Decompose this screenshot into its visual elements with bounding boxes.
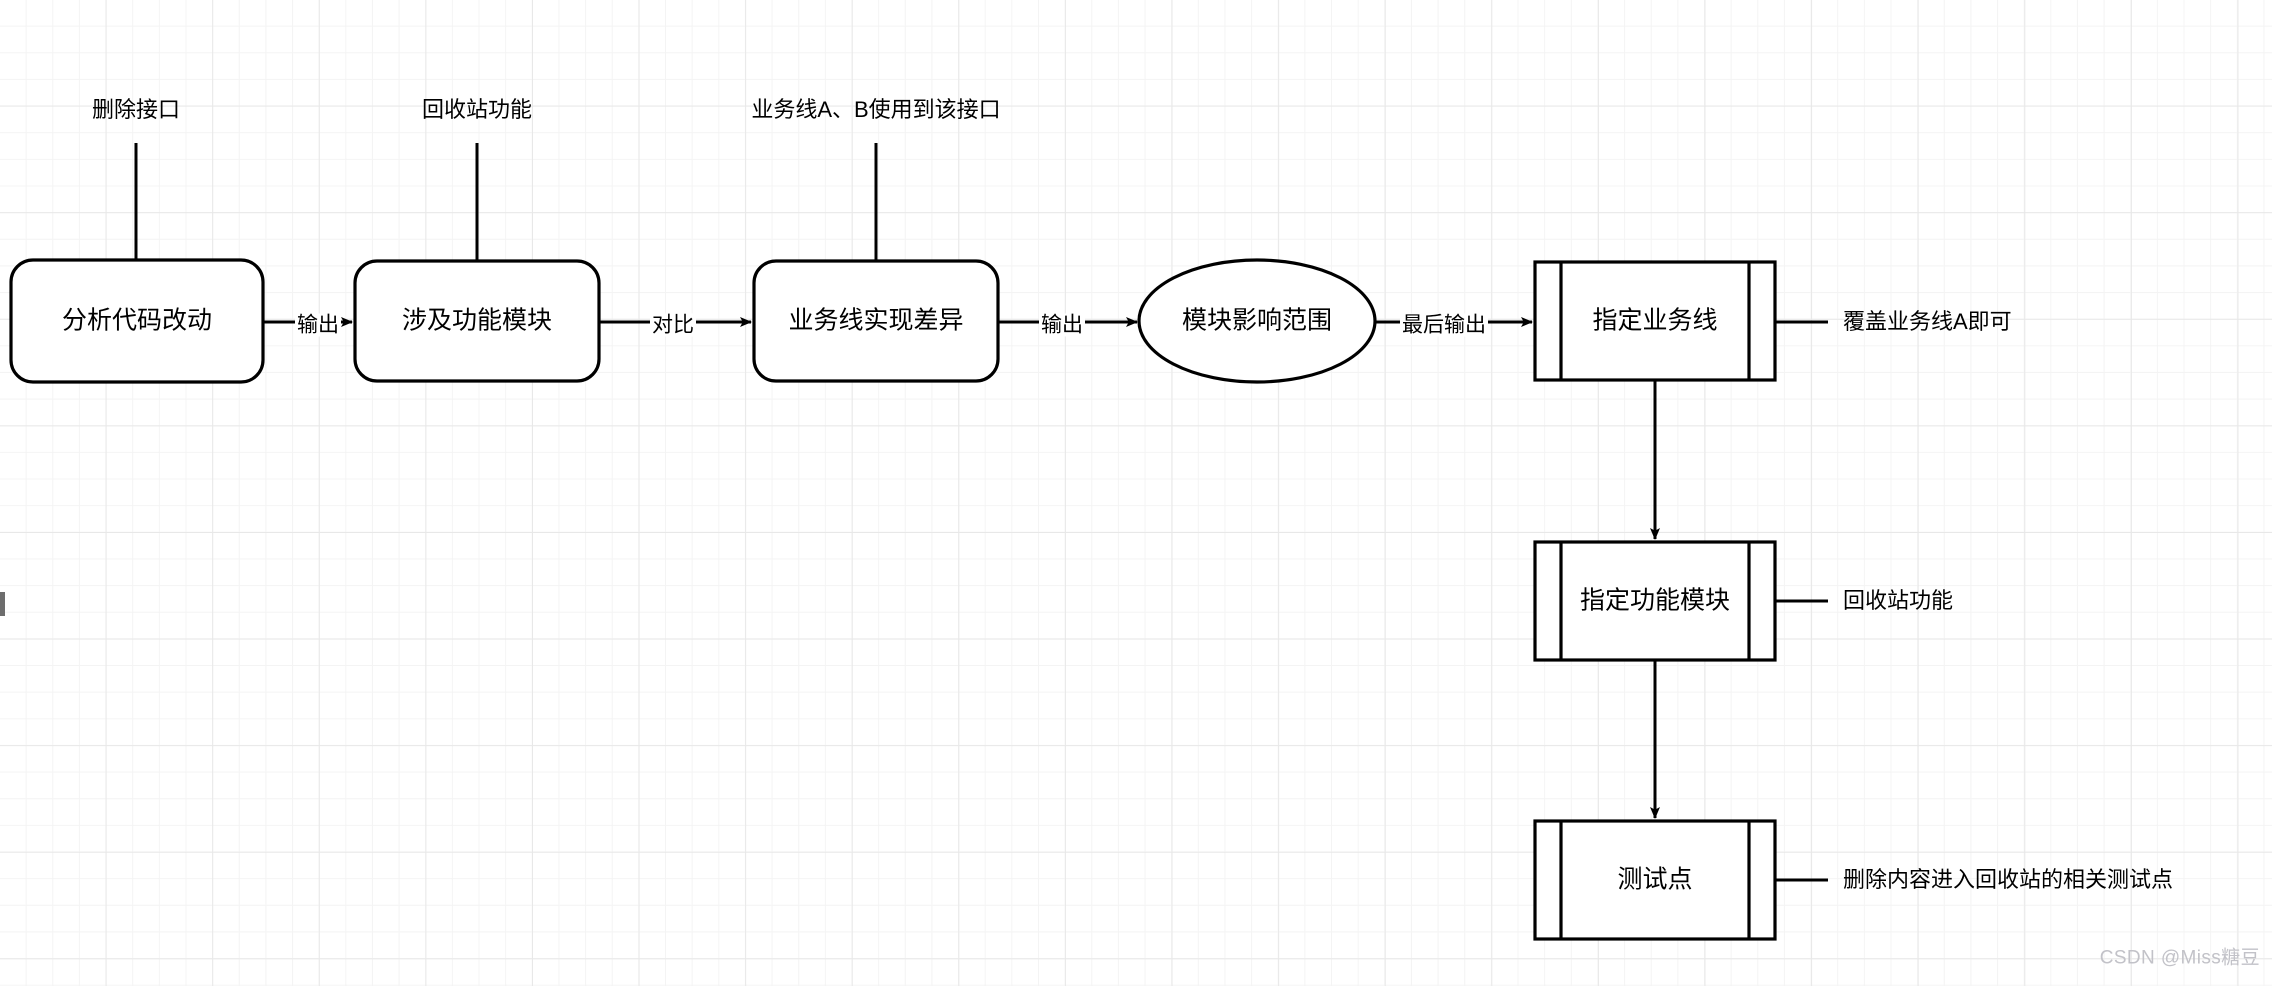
edge-label-output-1: 输出 [295, 313, 341, 337]
node-label-analyze-code-change: 分析代码改动 [61, 306, 213, 335]
node-label-specify-function-module: 指定功能模块 [1579, 586, 1731, 615]
annotation-label-delete-interface: 删除接口 [91, 97, 181, 122]
edge-label-compare: 对比 [650, 313, 696, 337]
annotation-label-delete-test-points: 删除内容进入回收站的相关测试点 [1843, 867, 2174, 892]
node-label-specify-business-line: 指定业务线 [1592, 306, 1718, 335]
annotation-label-recycle-bin-top: 回收站功能 [421, 97, 533, 122]
annotation-label-business-line-api: 业务线A、B使用到该接口 [751, 97, 1001, 122]
canvas-left-edge-artifact [0, 592, 5, 616]
node-label-module-impact-scope: 模块影响范围 [1181, 306, 1333, 335]
edge-label-final-output: 最后输出 [1400, 313, 1488, 337]
node-label-business-line-diff: 业务线实现差异 [788, 306, 964, 335]
edge-label-output-2: 输出 [1039, 313, 1085, 337]
node-label-test-point: 测试点 [1617, 865, 1693, 894]
node-label-involved-modules: 涉及功能模块 [401, 306, 553, 335]
annotation-label-cover-business-line-a: 覆盖业务线A即可 [1843, 309, 2012, 334]
node-shape-test-point [1533, 819, 1777, 941]
annotation-label-recycle-bin-right: 回收站功能 [1843, 588, 1954, 613]
csdn-watermark: CSDN @Miss糖豆 [2099, 947, 2260, 969]
